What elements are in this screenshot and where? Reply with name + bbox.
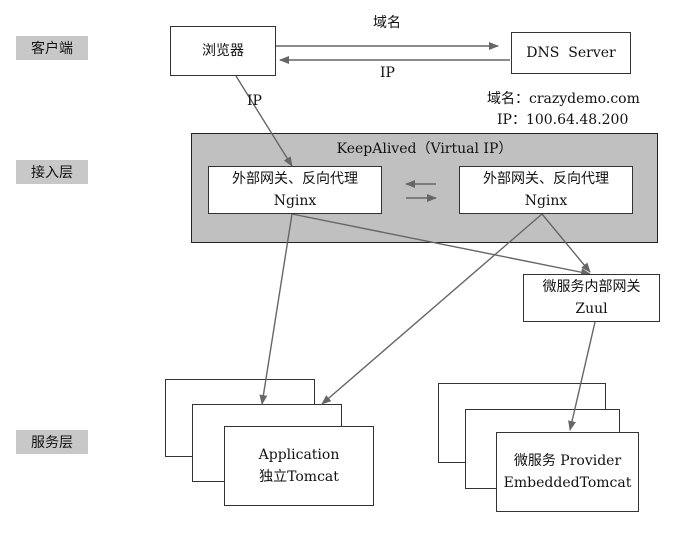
- nginx-left-line1: 外部网关、反向代理: [232, 171, 358, 187]
- nginx-right-node: 外部网关、反向代理 Nginx: [459, 166, 633, 214]
- zuul-line2: Zuul: [575, 301, 608, 317]
- application-line1: Application: [258, 447, 340, 463]
- nginx-left-node: 外部网关、反向代理 Nginx: [208, 166, 382, 214]
- application-node: Application 独立Tomcat: [224, 426, 374, 506]
- dns-server-label: DNS Server: [526, 45, 616, 61]
- keepalived-title: KeepAlived（Virtual IP）: [336, 141, 513, 157]
- arrow-nginx-right-to-zuul: [541, 213, 591, 273]
- arrow-nginx-left-to-zuul: [291, 213, 591, 277]
- zuul-line1: 微服务内部网关: [542, 279, 641, 295]
- nginx-right-line2: Nginx: [524, 193, 568, 209]
- provider-line2: EmbeddedTomcat: [503, 475, 632, 491]
- dns-ip-info: IP：100.64.48.200: [497, 112, 629, 128]
- arrow-zuul-to-provider: [568, 321, 596, 431]
- edge-label-domain: 域名: [373, 15, 401, 31]
- layer-label-service: 服务层: [16, 430, 88, 454]
- dns-server-node: DNS Server: [511, 32, 631, 74]
- browser-label: 浏览器: [202, 43, 244, 59]
- layer-label-access: 接入层: [16, 160, 88, 184]
- arrow-browser-to-nginx: [235, 75, 293, 167]
- provider-line1: 微服务 Provider: [513, 453, 622, 469]
- provider-node: 微服务 Provider EmbeddedTomcat: [496, 432, 639, 512]
- nginx-left-line2: Nginx: [273, 193, 317, 209]
- zuul-node: 微服务内部网关 Zuul: [523, 274, 660, 322]
- application-line2: 独立Tomcat: [259, 469, 339, 485]
- dns-domain-info: 域名：crazydemo.com: [487, 91, 640, 107]
- layer-label-client: 客户端: [16, 36, 88, 60]
- edge-label-ip-request: IP: [247, 93, 262, 109]
- arrow-nginx-left-to-application: [259, 213, 293, 405]
- edge-label-ip-response: IP: [380, 65, 395, 81]
- nginx-right-line1: 外部网关、反向代理: [483, 171, 609, 187]
- arrow-nginx-right-to-application: [321, 213, 543, 405]
- browser-node: 浏览器: [170, 26, 276, 76]
